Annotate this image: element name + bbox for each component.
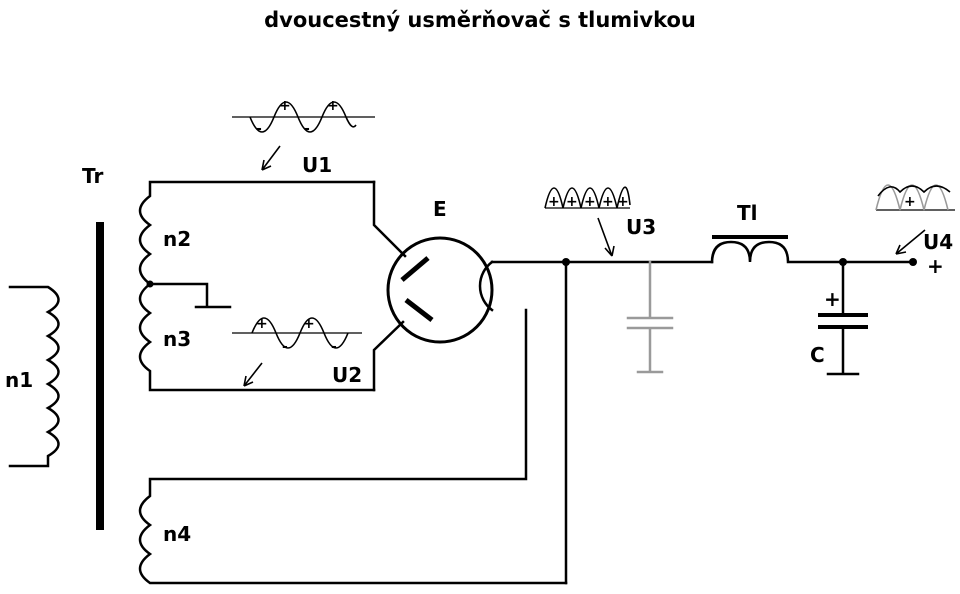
label-u3: U3	[626, 215, 656, 239]
filter-capacitor-c: + C	[810, 258, 868, 376]
waveform-u4: + U4	[875, 184, 955, 255]
svg-text:+: +	[602, 194, 614, 210]
svg-text:+: +	[279, 98, 291, 114]
svg-text:+: +	[548, 194, 560, 210]
label-c: C	[810, 343, 825, 367]
rectifier-tube-e: E	[372, 180, 494, 392]
output-plus-sign: +	[927, 254, 944, 278]
tube-cathode	[478, 260, 494, 312]
svg-text:-: -	[304, 121, 310, 137]
waveform-u3: + + + + + U3	[544, 186, 656, 257]
label-n1: n1	[5, 368, 33, 392]
label-u2: U2	[332, 363, 362, 387]
label-u4: U4	[923, 230, 953, 254]
svg-text:+: +	[303, 316, 315, 332]
tube-anode-1	[400, 256, 430, 282]
tube-anode-2	[404, 298, 434, 322]
secondary-winding-n3	[138, 282, 376, 392]
svg-text:+: +	[617, 194, 629, 210]
optional-capacitor	[626, 260, 674, 374]
anode-2-lead	[372, 320, 405, 392]
label-e: E	[433, 197, 447, 221]
waveform-u1: - + - + U1	[232, 98, 375, 177]
primary-winding-n1	[8, 285, 60, 468]
svg-text:+: +	[256, 316, 268, 332]
diagram-title: dvoucestný usměrňovač s tlumivkou	[264, 8, 696, 32]
label-u1: U1	[302, 153, 332, 177]
svg-text:-: -	[282, 339, 288, 355]
transformer-tr: Tr n1 n2 n3 n4	[5, 164, 568, 585]
label-n2: n2	[163, 227, 191, 251]
choke-tl: Tl	[710, 201, 914, 264]
svg-text:+: +	[904, 194, 916, 210]
waveform-u2: + - + - U2	[232, 316, 362, 387]
svg-text:-: -	[331, 339, 337, 355]
label-tr: Tr	[82, 164, 103, 188]
secondary-winding-n2	[138, 180, 376, 286]
svg-text:+: +	[584, 194, 596, 210]
center-tap-ground	[148, 282, 232, 309]
svg-text:+: +	[566, 194, 578, 210]
heater-winding-n4	[138, 308, 568, 585]
label-n4: n4	[163, 522, 191, 546]
tube-envelope	[386, 236, 494, 344]
label-tl: Tl	[737, 201, 758, 225]
svg-text:-: -	[256, 121, 262, 137]
label-n3: n3	[163, 327, 191, 351]
capacitor-plus-sign: +	[824, 287, 841, 311]
svg-text:+: +	[327, 98, 339, 114]
anode-1-lead	[372, 180, 407, 258]
choke-winding	[710, 240, 914, 264]
output-terminal	[909, 258, 917, 266]
output-node	[562, 258, 570, 266]
